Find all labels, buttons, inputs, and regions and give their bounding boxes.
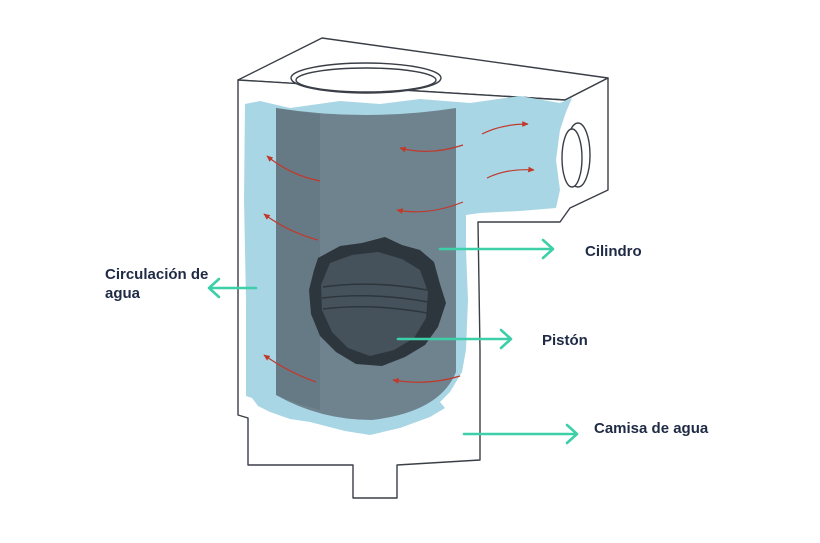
- curved-arrow-icon: [486, 166, 535, 179]
- curved-arrow-icon: [399, 144, 464, 153]
- curved-arrow-icon: [481, 121, 529, 135]
- water-flow-arrows: [263, 121, 535, 384]
- curved-arrow-icon: [396, 201, 464, 214]
- curved-arrow-icon: [392, 375, 461, 384]
- curved-arrow-icon: [263, 354, 317, 383]
- cylinder-shadow: [276, 108, 320, 410]
- piston-arrow-icon: [396, 328, 513, 350]
- cilindro-label: Cilindro: [585, 243, 642, 260]
- cilindro-arrow-icon: [438, 238, 555, 260]
- piston: [309, 237, 446, 366]
- circulacion-de-agua-label: Circulación de agua: [105, 266, 209, 302]
- curved-arrow-icon: [266, 155, 321, 182]
- piston-label: Pistón: [542, 332, 588, 349]
- circulacion-arrow-icon: [207, 277, 258, 299]
- camisa-arrow-icon: [462, 423, 579, 445]
- curved-arrow-icon: [263, 213, 319, 241]
- camisa-de-agua-label: Camisa de agua: [594, 420, 709, 437]
- pointer-arrows: [207, 238, 579, 445]
